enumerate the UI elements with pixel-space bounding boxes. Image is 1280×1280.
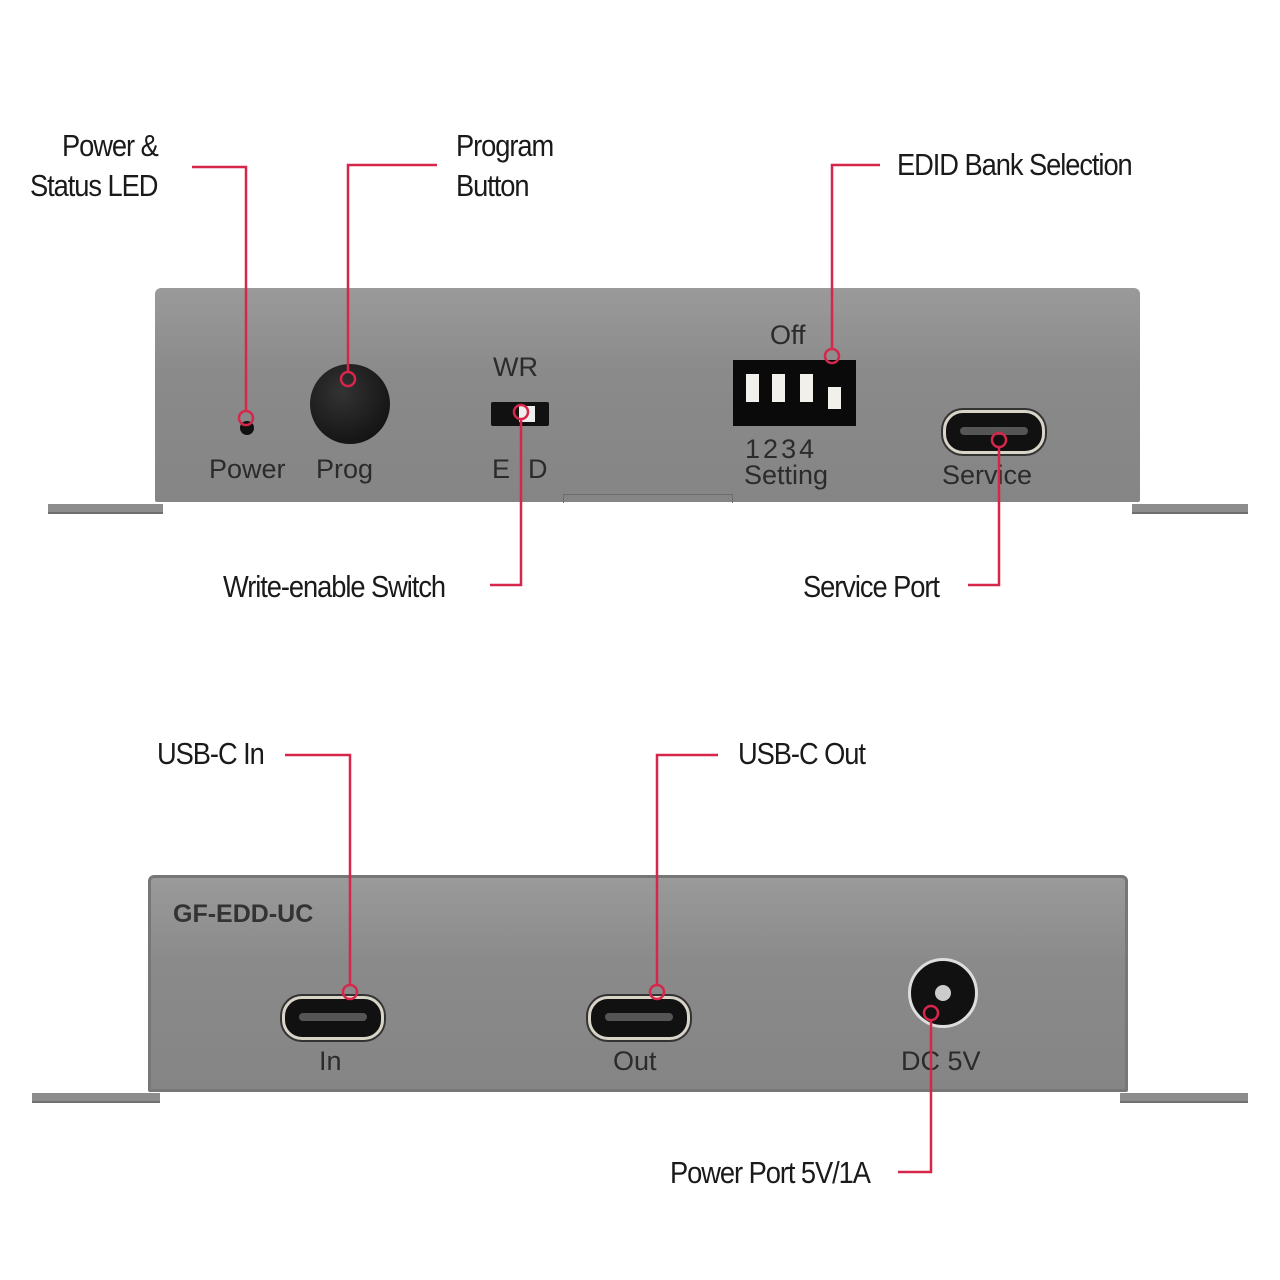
power-port-leader xyxy=(898,1020,933,1174)
program-marker xyxy=(339,370,357,388)
in-label: In xyxy=(319,1046,342,1076)
edid-leader xyxy=(830,163,880,349)
service-marker xyxy=(990,431,1008,449)
dip-number-3: 3 xyxy=(781,434,800,464)
service-usbc-port[interactable] xyxy=(943,410,1045,454)
dip-number-2: 2 xyxy=(763,434,782,464)
off-label: Off xyxy=(770,320,806,350)
rear-flange-right xyxy=(1120,1093,1248,1103)
usbc-out-leader xyxy=(655,753,718,985)
callout-program-button: Program Button xyxy=(456,126,554,206)
dip-1[interactable] xyxy=(746,374,759,402)
power-led-leader xyxy=(192,165,248,411)
usbc-out-marker xyxy=(648,983,666,1001)
dip-switch[interactable] xyxy=(733,360,856,426)
front-panel: Power Prog WR E D Off 1234 Setting Servi… xyxy=(155,288,1140,503)
usbc-in-marker xyxy=(341,983,359,1001)
service-leader xyxy=(968,447,1001,587)
usbc-in-port[interactable] xyxy=(282,996,384,1040)
callout-usbc-in: USB-C In xyxy=(157,736,265,771)
callout-power-port: Power Port 5V/1A xyxy=(670,1155,871,1190)
dip-number-4: 4 xyxy=(799,434,818,464)
callout-usbc-out: USB-C Out xyxy=(738,736,866,771)
d-label: D xyxy=(528,454,548,484)
usbc-in-leader xyxy=(285,753,352,985)
power-port-marker xyxy=(922,1004,940,1022)
callout-program-line2: Button xyxy=(456,168,530,203)
bottom-tab xyxy=(563,494,733,503)
callout-write-enable: Write-enable Switch xyxy=(223,569,446,604)
rear-panel: GF-EDD-UC In Out DC 5V xyxy=(148,875,1128,1092)
callout-edid: EDID Bank Selection xyxy=(897,147,1133,182)
service-label: Service xyxy=(942,460,1033,490)
usbc-out-port[interactable] xyxy=(588,996,690,1040)
wr-label: WR xyxy=(493,352,538,382)
model-label: GF-EDD-UC xyxy=(173,900,314,928)
power-led-marker xyxy=(237,409,255,427)
e-label: E xyxy=(492,454,511,484)
callout-power-led-line1: Power & xyxy=(62,128,159,163)
rear-flange-left xyxy=(32,1093,160,1103)
callout-status-led: Status LED xyxy=(30,166,158,206)
prog-label: Prog xyxy=(316,454,374,484)
power-label: Power xyxy=(209,454,286,484)
program-leader xyxy=(346,163,437,372)
dip-4[interactable] xyxy=(828,387,841,409)
dip-2[interactable] xyxy=(772,374,785,402)
edid-marker xyxy=(823,347,841,365)
dc-label: DC 5V xyxy=(901,1046,981,1076)
mounting-flange-right xyxy=(1132,504,1248,514)
out-label: Out xyxy=(613,1046,657,1076)
callout-service-port: Service Port xyxy=(803,569,940,604)
program-button[interactable] xyxy=(310,364,390,444)
dip-number-1: 1 xyxy=(745,434,764,464)
dip-3[interactable] xyxy=(800,374,813,402)
callout-power-led: Power & xyxy=(62,126,159,166)
dc-power-jack[interactable] xyxy=(908,958,978,1028)
write-enable-leader xyxy=(490,419,523,587)
callout-power-led-line2: Status LED xyxy=(30,168,158,203)
callout-program-line1: Program xyxy=(456,128,554,163)
dip-numbers: 1234 xyxy=(745,434,817,465)
setting-label: Setting xyxy=(744,460,829,490)
mounting-flange-left xyxy=(48,504,163,514)
write-enable-marker xyxy=(512,403,530,421)
